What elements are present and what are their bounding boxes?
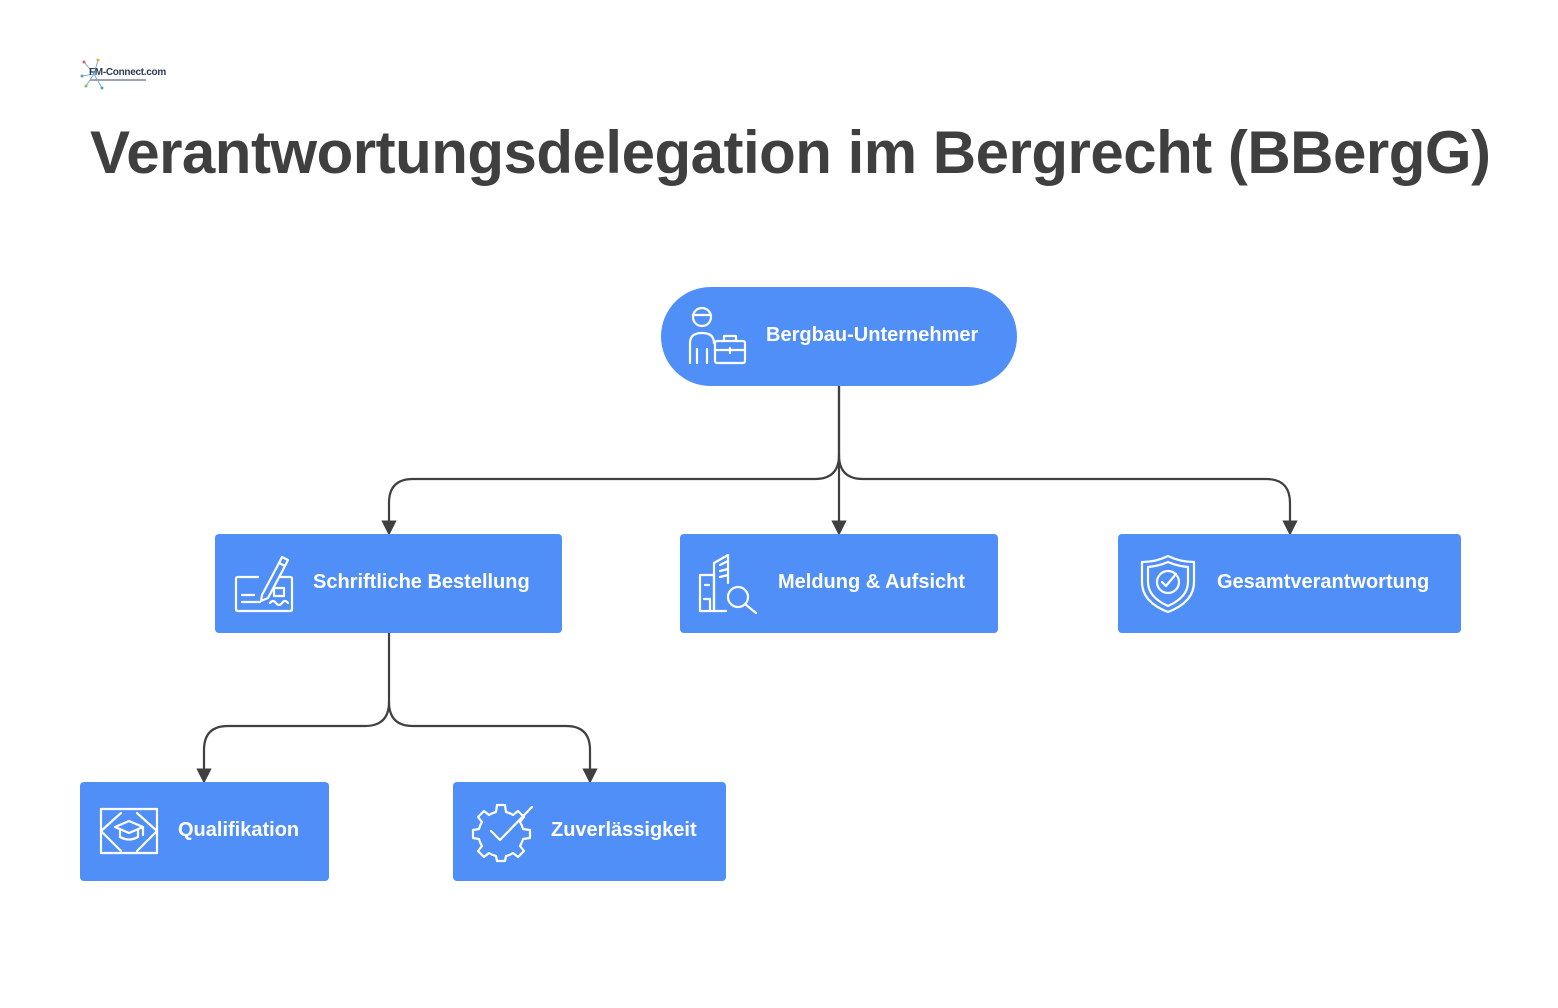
- connector-written-to-reliability: [387, 701, 598, 784]
- node-schriftliche-bestellung: Schriftliche Bestellung: [215, 534, 562, 633]
- node-label-overall: Gesamtverantwortung: [1217, 571, 1430, 593]
- node-qualifikation: Qualifikation: [80, 782, 329, 881]
- node-gesamtverantwortung: Gesamtverantwortung: [1118, 534, 1461, 633]
- building-search-icon: [698, 553, 758, 615]
- node-meldung-aufsicht: Meldung & Aufsicht: [680, 534, 998, 633]
- page-title: Verantwortungsdelegation im Bergrecht (B…: [90, 119, 1491, 186]
- node-label-root: Bergbau-Unternehmer: [766, 324, 979, 346]
- logo-text: FM-Connect.com: [89, 67, 166, 78]
- graduation-cap-icon: [99, 807, 159, 855]
- shield-check-icon: [1140, 554, 1196, 614]
- node-label-reliability: Zuverlässigkeit: [551, 819, 697, 841]
- node-bergbau-unternehmer: Bergbau-Unternehmer: [661, 287, 1017, 386]
- connector-root-to-written: [381, 386, 841, 536]
- brand-logo: FM-Connect.com: [80, 58, 166, 90]
- logo-tagline-line: [90, 79, 146, 81]
- node-label-qualification: Qualifikation: [178, 819, 300, 841]
- signed-document-icon: [234, 555, 294, 613]
- node-label-report: Meldung & Aufsicht: [778, 571, 966, 593]
- connector-root-to-overall: [837, 454, 1298, 536]
- connector-written-to-qualification: [196, 633, 391, 784]
- node-zuverlaessigkeit: Zuverlässigkeit: [453, 782, 726, 881]
- worker-briefcase-icon: [688, 306, 747, 365]
- node-label-written: Schriftliche Bestellung: [313, 571, 530, 593]
- gear-check-icon: [471, 803, 534, 863]
- logo-burst-icon: [80, 58, 104, 90]
